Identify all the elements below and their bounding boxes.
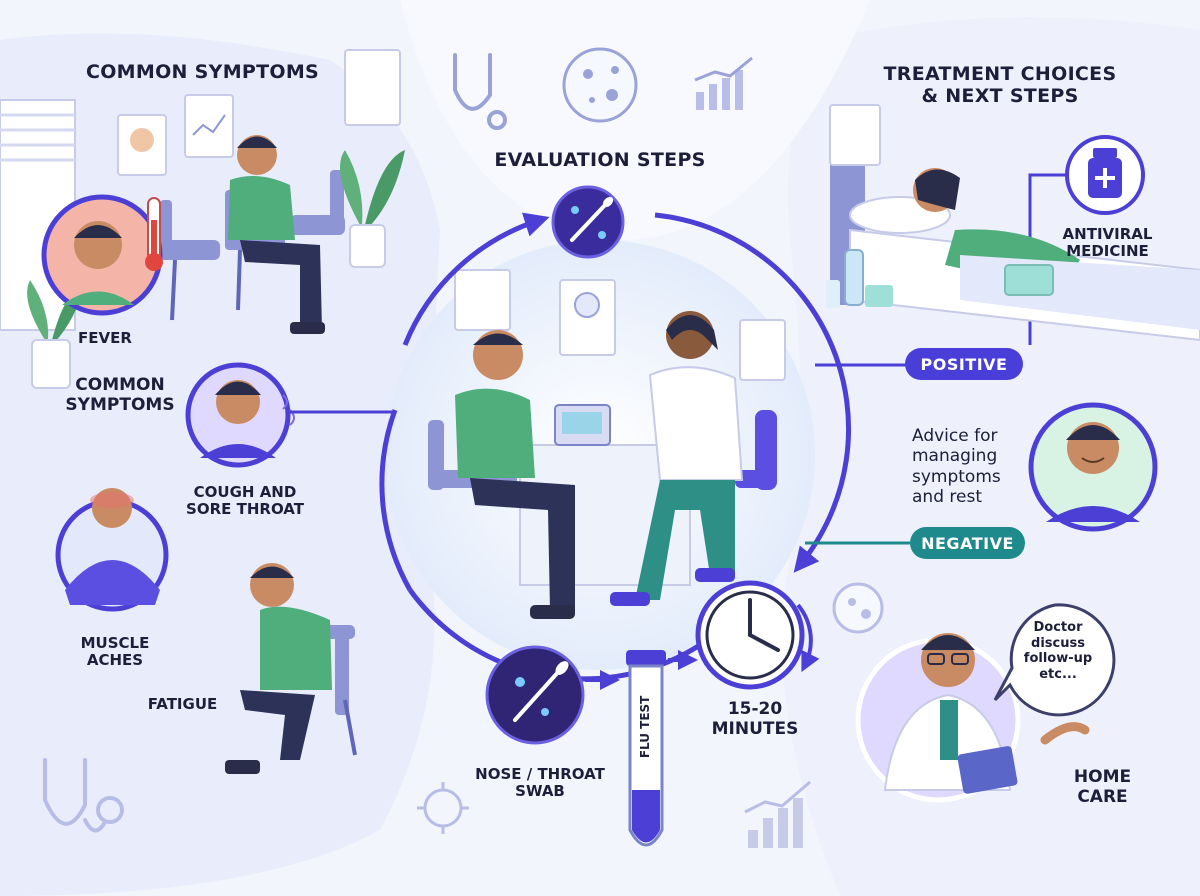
- bed-icon: [826, 135, 1200, 342]
- muscle-aches-label: MUSCLE ACHES: [80, 634, 150, 670]
- stethoscope-icon: [453, 53, 507, 130]
- bar-chart-icon: [694, 56, 753, 110]
- swab-icon: [485, 645, 585, 745]
- timer-label: 15-20 MINUTES: [711, 699, 799, 739]
- negative-badge: NEGATIVE: [910, 527, 1025, 559]
- antiviral-label: ANTIVIRAL MEDICINE: [1062, 225, 1153, 261]
- home-care-label: HOME CARE: [1073, 767, 1132, 807]
- treatment-section-title: TREATMENT CHOICES & NEXT STEPS: [883, 63, 1117, 107]
- coughing-man-figure: [228, 135, 325, 334]
- cough-label: COUGH AND SORE THROAT: [186, 483, 304, 519]
- cycle-arrow-right: [654, 212, 852, 573]
- top-curve: [400, 0, 870, 240]
- poster-stethoscope: [344, 49, 401, 126]
- poster-chart: [184, 94, 234, 158]
- symptoms-section-title: COMMON SYMPTOMS: [85, 61, 320, 83]
- common-symptoms-label: COMMON SYMPTOMS: [65, 375, 175, 415]
- fatigue-label: FATIGUE: [147, 695, 218, 713]
- clinic-scene: [428, 269, 786, 619]
- fever-label: FEVER: [78, 329, 132, 347]
- doctor-circle: [855, 633, 1090, 803]
- speech-bubble: [993, 603, 1116, 717]
- muscle-aches-circle: [55, 488, 169, 612]
- test-tube-icon: [626, 650, 666, 847]
- fever-circle: [41, 194, 163, 316]
- cycle-arrow-top: [402, 212, 550, 346]
- flu-test-label: FLU TEST: [638, 695, 653, 759]
- stethoscope-icon: [43, 758, 124, 833]
- tired-man-figure: [225, 563, 357, 774]
- poster-xray: [829, 104, 881, 166]
- clock-icon: [695, 580, 820, 690]
- advice-text: Advice for managing symptoms and rest: [912, 426, 1001, 508]
- plant-icon: [340, 150, 405, 268]
- virus-icon: [417, 782, 469, 834]
- petri-dish-icon: [832, 582, 884, 634]
- petri-dish-icon: [562, 47, 638, 123]
- swab-label: NOSE / THROAT SWAB: [475, 765, 605, 801]
- evaluation-section-title: EVALUATION STEPS: [494, 149, 706, 171]
- smiling-man-circle: [1028, 402, 1158, 532]
- cough-circle: [185, 362, 295, 468]
- bar-chart-icon: [744, 780, 811, 848]
- doctor-bubble-text: Doctor discuss follow-up etc...: [1023, 620, 1093, 682]
- positive-badge: POSITIVE: [905, 348, 1023, 380]
- medicine-bottle-icon: [1065, 135, 1145, 215]
- cycle-arrow-left: [379, 409, 413, 592]
- thermometer-icon: [145, 197, 163, 271]
- swab-icon: [551, 185, 625, 259]
